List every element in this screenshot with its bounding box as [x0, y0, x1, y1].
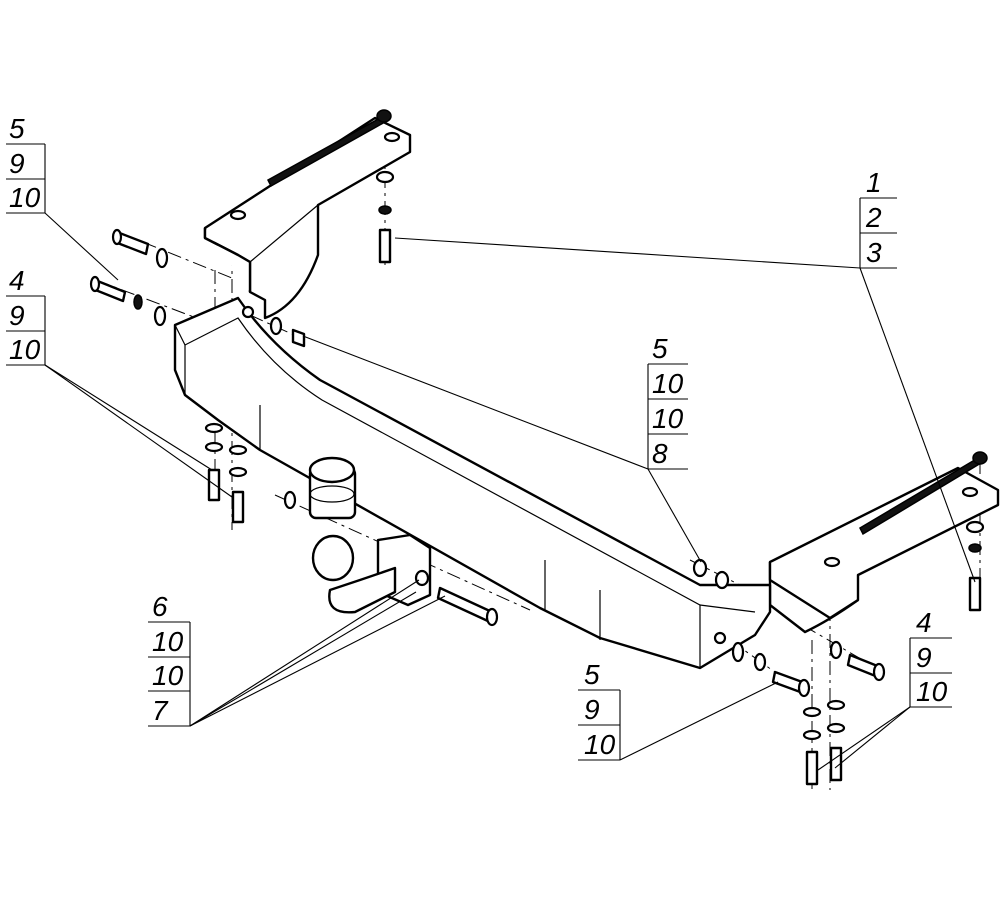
callout-bottom-left: 6 10 10 7: [148, 591, 191, 727]
callout-label: 5: [652, 333, 668, 364]
tow-ball-mount: [308, 456, 432, 614]
left-threaded-rod: [267, 109, 392, 188]
fasteners-left: [89, 170, 395, 524]
callout-label: 9: [9, 148, 25, 179]
callout-label: 10: [584, 729, 616, 760]
right-mounting-bracket: [768, 466, 1000, 634]
callout-label: 10: [916, 676, 948, 707]
callout-label: 10: [152, 660, 184, 691]
callout-label: 2: [865, 202, 882, 233]
callout-center-right: 5 10 10 8: [647, 333, 688, 470]
callout-label: 1: [866, 167, 882, 198]
callout-label: 7: [152, 695, 169, 726]
callout-label: 10: [652, 403, 684, 434]
callout-bottom-center: 5 9 10: [578, 659, 621, 761]
callout-label: 10: [152, 626, 184, 657]
callout-label: 5: [9, 113, 25, 144]
callout-label: 3: [866, 237, 882, 268]
left-mounting-bracket: [203, 116, 412, 320]
callout-mid-left: 4 9 10: [6, 265, 46, 366]
fasteners-right: [436, 520, 985, 786]
callout-top-left: 5 9 10: [6, 113, 46, 214]
callout-label: 8: [652, 438, 668, 469]
callout-label: 4: [9, 265, 25, 296]
callout-label: 9: [9, 300, 25, 331]
callout-label: 5: [584, 659, 600, 690]
callout-label: 10: [9, 334, 41, 365]
callout-label: 6: [152, 591, 168, 622]
callout-top-right: 1 2 3: [859, 167, 897, 269]
callout-label: 10: [652, 368, 684, 399]
callout-label: 9: [916, 642, 932, 673]
callout-bottom-right: 4 9 10: [909, 607, 952, 708]
callout-label: 4: [916, 607, 932, 638]
leader-lines: [44, 212, 976, 771]
callout-label: 9: [584, 694, 600, 725]
callout-label: 10: [9, 182, 41, 213]
